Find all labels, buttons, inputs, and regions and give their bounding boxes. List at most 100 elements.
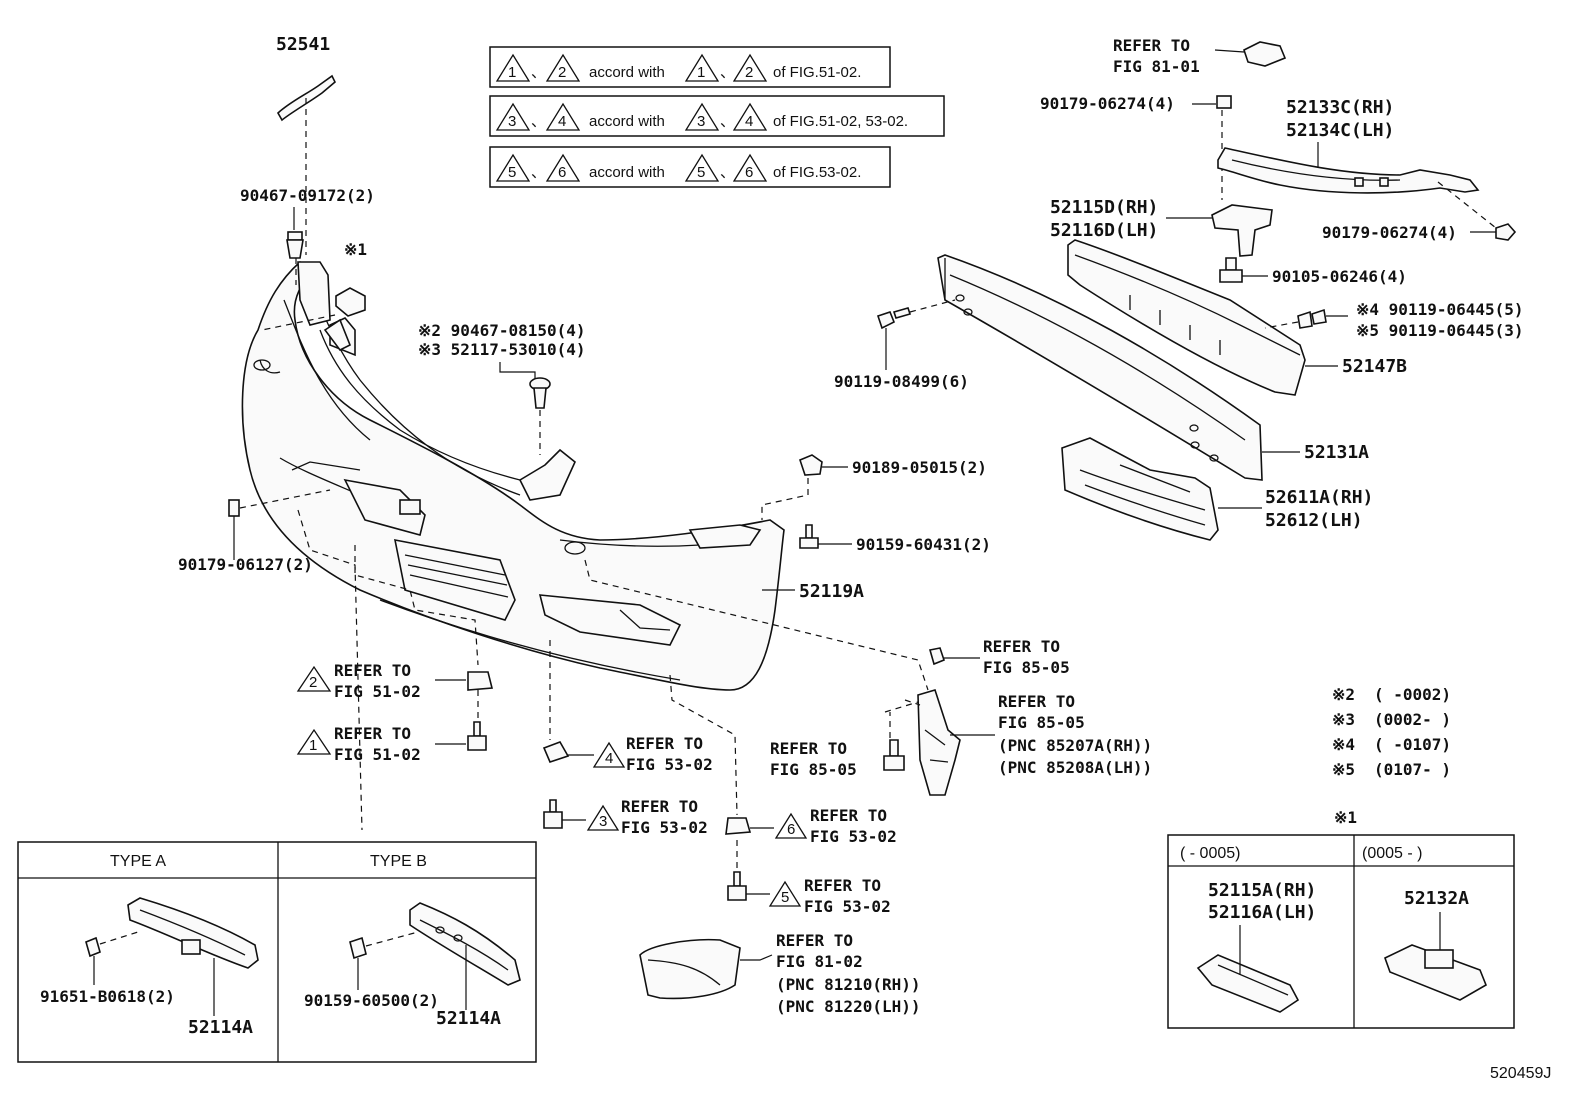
svg-text:52115D(RH): 52115D(RH): [1050, 197, 1158, 218]
type-b-plate: 90159-60500(2) 52114A: [304, 902, 521, 1029]
svg-text:90179-06274(4): 90179-06274(4): [1040, 94, 1175, 113]
svg-text:※3 52117-53010(4): ※3 52117-53010(4): [418, 340, 586, 359]
part-52541: 52541: [276, 34, 336, 255]
svg-text:REFER TO: REFER TO: [334, 724, 411, 743]
svg-text:(PNC 81220(LH)): (PNC 81220(LH)): [776, 997, 921, 1016]
svg-text:FIG 81-01: FIG 81-01: [1113, 57, 1200, 76]
refer-fig-51-02-b: 1 REFER TO FIG 51-02: [296, 721, 487, 764]
svg-text:※3: ※3: [1332, 710, 1355, 729]
svg-text:52541: 52541: [276, 34, 330, 55]
retainer-52115D: 52115D(RH) 52116D(LH): [1050, 110, 1273, 265]
svg-text:1: 1: [309, 737, 317, 754]
legend: ※2 ( -0002) ※3 (0002- ) ※4 ( -0107) ※5 (…: [1332, 685, 1451, 779]
svg-text:※1: ※1: [344, 240, 367, 259]
refer-fig-85-05-bracket: REFER TO FIG 85-05 (PNC 85207A(RH)) (PNC…: [884, 689, 1152, 796]
svg-text:、: 、: [720, 164, 735, 181]
svg-text:3: 3: [508, 113, 516, 130]
svg-text:52116D(LH): 52116D(LH): [1050, 220, 1158, 241]
svg-text:(PNC 85208A(LH)): (PNC 85208A(LH)): [998, 758, 1152, 777]
type-b-heading: TYPE B: [370, 853, 427, 870]
svg-text:52116A(LH): 52116A(LH): [1208, 902, 1316, 923]
svg-text:5: 5: [781, 889, 789, 906]
label-52119A: 52119A: [762, 581, 864, 602]
svg-text:(0005 - ): (0005 - ): [1362, 845, 1422, 862]
bolt-90119-06445: ※4 90119-06445(5) ※5 90119-06445(3): [1264, 300, 1524, 340]
svg-text:FIG 53-02: FIG 53-02: [626, 755, 713, 774]
svg-text:90159-60500(2): 90159-60500(2): [304, 991, 439, 1010]
clip-90189-05015: 90189-05015(2): [761, 454, 987, 520]
refer-fig-53-02-3: 3 REFER TO FIG 53-02: [543, 797, 708, 837]
svg-text:、: 、: [720, 64, 735, 81]
svg-text:REFER TO: REFER TO: [998, 692, 1075, 711]
svg-text:※5 90119-06445(3): ※5 90119-06445(3): [1356, 321, 1524, 340]
svg-text:(PNC 85207A(RH)): (PNC 85207A(RH)): [998, 736, 1152, 755]
svg-text:※2 90467-08150(4): ※2 90467-08150(4): [418, 321, 586, 340]
note-box-2: 3 、 4 accord with 3 、 4 of FIG.51-02, 53…: [489, 95, 945, 137]
svg-text:52131A: 52131A: [1304, 442, 1369, 463]
svg-text:6: 6: [745, 164, 753, 181]
svg-text:4: 4: [558, 113, 566, 130]
svg-text:( - 0005): ( - 0005): [1180, 845, 1240, 862]
svg-text:90467-09172(2): 90467-09172(2): [240, 186, 375, 205]
clip-52115A: [1196, 925, 1300, 1013]
svg-text:2: 2: [745, 64, 753, 81]
svg-text:FIG 85-05: FIG 85-05: [983, 658, 1070, 677]
refer-fig-53-02-6: 6 REFER TO FIG 53-02: [725, 806, 897, 846]
svg-text:of FIG.53-02.: of FIG.53-02.: [773, 164, 861, 181]
svg-text:52115A(RH): 52115A(RH): [1208, 880, 1316, 901]
svg-text:52612(LH): 52612(LH): [1265, 510, 1363, 531]
svg-text:52114A: 52114A: [436, 1008, 501, 1029]
svg-text:REFER TO: REFER TO: [334, 661, 411, 680]
svg-text:(0107- ): (0107- ): [1374, 760, 1451, 779]
svg-text:52119A: 52119A: [799, 581, 864, 602]
svg-text:52133C(RH): 52133C(RH): [1286, 97, 1394, 118]
svg-text:1: 1: [697, 64, 705, 81]
svg-text:(0002- ): (0002- ): [1374, 710, 1451, 729]
svg-text:52114A: 52114A: [188, 1017, 253, 1038]
svg-text:52132A: 52132A: [1404, 888, 1469, 909]
svg-text:FIG 51-02: FIG 51-02: [334, 682, 421, 701]
svg-text:REFER TO: REFER TO: [621, 797, 698, 816]
type-a-heading: TYPE A: [110, 853, 166, 870]
svg-text:90189-05015(2): 90189-05015(2): [852, 458, 987, 477]
svg-text:、: 、: [531, 113, 546, 130]
refer-fig-85-05-a: REFER TO FIG 85-05: [928, 637, 1070, 677]
svg-text:1: 1: [508, 64, 516, 81]
svg-text:3: 3: [697, 113, 705, 130]
refer-fig-51-02-a: 2 REFER TO FIG 51-02: [296, 661, 494, 720]
bracket-52133C: 52133C(RH) 52134C(LH): [1217, 97, 1480, 194]
bolt-90105-06246: 90105-06246(4): [1219, 257, 1407, 286]
svg-text:52611A(RH): 52611A(RH): [1265, 487, 1373, 508]
svg-text:91651-B0618(2): 91651-B0618(2): [40, 987, 175, 1006]
type-table: TYPE A TYPE B 91651-B0618(2) 52114A 9015…: [17, 841, 537, 1063]
svg-text:5: 5: [508, 164, 516, 181]
inset-table: ※1 ( - 0005) (0005 - ) 52115A(RH) 52116A…: [1167, 808, 1515, 1029]
svg-text:accord with: accord with: [589, 164, 665, 181]
svg-text:REFER TO: REFER TO: [810, 806, 887, 825]
svg-text:FIG 51-02: FIG 51-02: [334, 745, 421, 764]
svg-text:52134C(LH): 52134C(LH): [1286, 120, 1394, 141]
svg-text:、: 、: [531, 164, 546, 181]
svg-text:4: 4: [605, 750, 613, 767]
svg-text:( -0002): ( -0002): [1374, 685, 1451, 704]
type-a-plate: 91651-B0618(2) 52114A: [40, 897, 259, 1038]
svg-text:90179-06274(4): 90179-06274(4): [1322, 223, 1457, 242]
refer-fig-53-02-5: 5 REFER TO FIG 53-02: [727, 871, 891, 916]
refer-fig-85-05-c: REFER TO FIG 85-05: [770, 712, 905, 779]
absorber-52147B: 52147B: [1067, 239, 1407, 396]
svg-text:6: 6: [558, 164, 566, 181]
refer-fig-81-02: REFER TO FIG 81-02 (PNC 81210(RH)) (PNC …: [639, 931, 921, 1016]
svg-text:FIG 85-05: FIG 85-05: [770, 760, 857, 779]
svg-text:、: 、: [720, 113, 735, 130]
svg-text:6: 6: [787, 821, 795, 838]
svg-text:、: 、: [531, 64, 546, 81]
svg-text:※4: ※4: [1332, 735, 1355, 754]
svg-text:※4 90119-06445(5): ※4 90119-06445(5): [1356, 300, 1524, 319]
svg-text:90105-06246(4): 90105-06246(4): [1272, 267, 1407, 286]
svg-text:accord with: accord with: [589, 64, 665, 81]
svg-text:52147B: 52147B: [1342, 356, 1407, 377]
bracket-mark-1: ※1: [261, 240, 367, 331]
svg-text:FIG 53-02: FIG 53-02: [621, 818, 708, 837]
refer-fig-81-01: REFER TO FIG 81-01: [1113, 36, 1287, 76]
